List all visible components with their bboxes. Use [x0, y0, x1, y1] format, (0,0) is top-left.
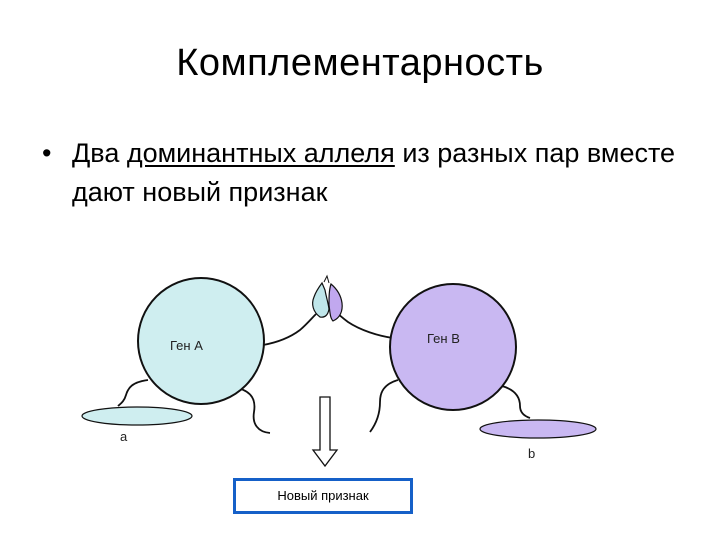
gene-b-arm [333, 309, 394, 339]
down-arrow-icon [311, 396, 339, 468]
gene-a-circle [137, 277, 265, 405]
allele-a-label: а [120, 429, 128, 444]
gene-b-circle [389, 283, 517, 411]
bullet-text: Два доминантных аллеля из разных пар вме… [72, 134, 682, 212]
gene-b-leg-right [501, 385, 531, 419]
result-box: Новый признак [233, 478, 413, 514]
bullet-text-underlined: доминантных аллеля [126, 138, 395, 168]
result-label: Новый признак [277, 488, 369, 503]
clasped-hands-icon [312, 274, 343, 322]
gene-a-label: Ген А [170, 338, 203, 353]
allele-a-shape [81, 406, 193, 426]
gene-a-leg-left [117, 379, 149, 407]
allele-b-label: b [528, 446, 535, 461]
bullet-text-end: из разных пар вместе дают новый признак [72, 138, 676, 207]
allele-b-shape [479, 419, 597, 439]
slide-title: Комплементарность [176, 42, 544, 84]
gene-b-label: Ген В [427, 331, 460, 346]
bullet-marker: • [42, 138, 52, 168]
gene-a-arm [262, 313, 317, 346]
gene-b-leg-left [369, 379, 399, 433]
gene-a-leg-right [237, 387, 271, 434]
bullet-text-start: Два [72, 138, 127, 168]
